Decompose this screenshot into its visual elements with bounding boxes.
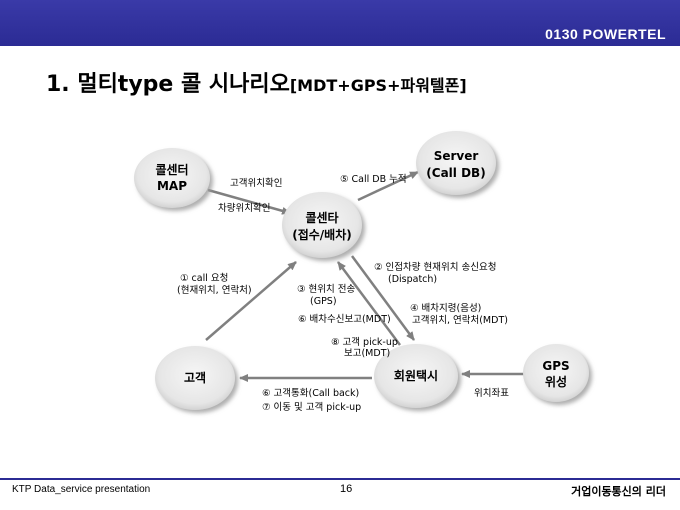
label-call-request-2: (현재위치, 연락처) xyxy=(177,284,252,296)
label-call-db: ⑤ Call DB 누적 xyxy=(340,173,407,185)
label-nearby-request-1: ② 인접차량 현재위치 송신요청 xyxy=(374,261,496,273)
label-check-vehicle: 차량위치확인 xyxy=(218,202,270,214)
footer-divider xyxy=(0,478,680,480)
label-send-location-1: ③ 현위치 전송 xyxy=(297,283,356,295)
footer-company-logo: 거업이동통신의 리더 xyxy=(571,485,666,498)
node-callcenter-line1: 콜센타 xyxy=(305,210,338,225)
header-bar: 0130 POWERTEL xyxy=(0,0,680,46)
arrow-taxi-to-center-report xyxy=(336,261,402,346)
node-taxi-label: 회원택시 xyxy=(394,368,438,383)
label-pickup-report-1: ⑧ 고객 pick-up xyxy=(331,337,398,348)
label-move-pickup: ⑦ 이동 및 고객 pick-up xyxy=(262,401,361,413)
brand-label: 0130 POWERTEL xyxy=(545,26,666,42)
page-title-main: 1. 멀티type 콜 시나리오 xyxy=(46,72,290,97)
node-callcenter: 콜센타 (접수/배차) xyxy=(282,192,362,258)
node-server-line1: Server xyxy=(434,149,479,163)
scenario-diagram: 콜센터 MAP Server (Call DB) 콜센타 (접수/배차) 고객 … xyxy=(134,131,589,413)
line-customer-to-center xyxy=(205,261,297,341)
node-callcenter-map: 콜센터 MAP xyxy=(134,148,210,208)
arrow-center-to-server xyxy=(357,170,419,202)
arrow-center-to-taxi-dispatch xyxy=(350,255,416,341)
label-dispatch-order-2: 고객위치, 연락처(MDT) xyxy=(412,314,508,326)
node-gps-line1: GPS xyxy=(542,359,569,373)
node-gps-line2: 위성 xyxy=(545,375,567,389)
label-send-location-2: (GPS) xyxy=(310,296,337,307)
node-server-line2: (Call DB) xyxy=(426,166,485,180)
node-callcenter-line2: (접수/배차) xyxy=(292,227,352,242)
label-pickup-report-2: 보고(MDT) xyxy=(344,348,390,359)
label-dispatch-order-1: ④ 배차지령(음성) xyxy=(410,302,481,314)
page-title-suffix: [MDT+GPS+파워텔폰] xyxy=(289,76,467,95)
page-title: 1. 멀티type 콜 시나리오[MDT+GPS+파워텔폰] xyxy=(46,66,467,98)
node-taxi: 회원택시 xyxy=(374,344,458,408)
node-callcenter-map-line1: 콜센터 xyxy=(155,162,188,177)
arrow-map-to-center xyxy=(207,188,291,215)
label-gps-coord: 위치좌표 xyxy=(474,387,509,399)
label-dispatch-ack: ⑥ 배차수신보고(MDT) xyxy=(298,313,391,325)
node-gps: GPS 위성 xyxy=(523,344,589,402)
label-nearby-request-2: (Dispatch) xyxy=(388,274,437,285)
node-server: Server (Call DB) xyxy=(416,131,496,195)
footer-page-number: 16 xyxy=(340,483,353,495)
node-customer-label: 고객 xyxy=(184,371,206,385)
label-check-customer: 고객위치확인 xyxy=(230,177,282,189)
footer-presentation-title: KTP Data_service presentation xyxy=(12,484,151,495)
node-callcenter-map-line2: MAP xyxy=(157,179,187,193)
label-call-request-1: ① call 요청 xyxy=(180,273,228,284)
node-customer: 고객 xyxy=(155,346,235,410)
label-customer-call: ⑥ 고객통화(Call back) xyxy=(262,388,359,399)
